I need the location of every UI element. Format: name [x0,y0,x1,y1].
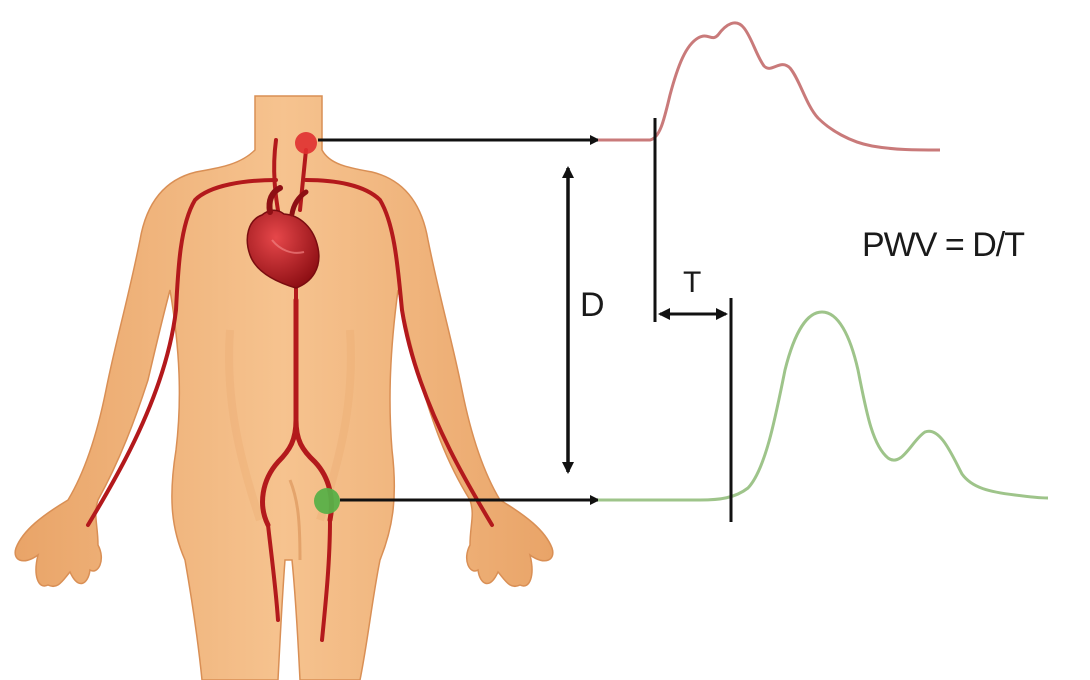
transit-time-label: T [683,268,701,298]
body-silhouette [15,96,553,680]
human-body-figure [15,96,553,680]
distance-label: D [580,288,605,322]
carotid-pulse-wave [598,23,940,150]
femoral-pulse-wave [598,312,1048,500]
carotid-point-icon [295,132,317,154]
pwv-formula-label: PWV = D/T [862,228,1024,262]
femoral-point-icon [314,488,340,514]
